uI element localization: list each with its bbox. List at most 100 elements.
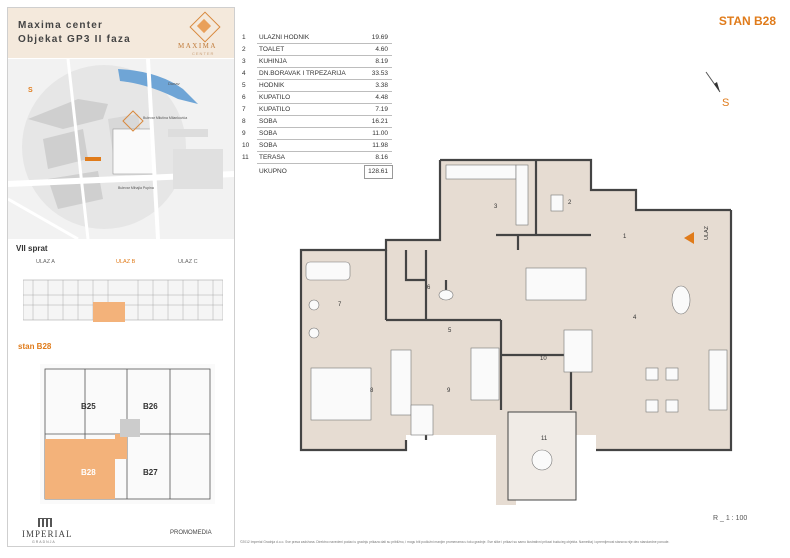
project-info-panel: Maxima center Objekat GP3 II faza MAXIMA… bbox=[7, 7, 235, 547]
room-area: 3.38 bbox=[375, 82, 388, 89]
room-number-4: 4 bbox=[633, 315, 637, 321]
scale-label: R _ 1 : 100 bbox=[713, 515, 748, 522]
row-divider bbox=[257, 115, 392, 116]
room-name: SOBA bbox=[259, 142, 278, 149]
room-number-11: 11 bbox=[541, 436, 548, 442]
row-divider bbox=[257, 67, 392, 68]
apartment-key-label: stan B28 bbox=[18, 342, 52, 351]
room-name: DN.BORAVAK I TRPEZARIJA bbox=[259, 70, 346, 77]
table-row: 2 TOALET 4.60 bbox=[240, 44, 392, 56]
total-box bbox=[364, 165, 393, 179]
table-row: 5 HODNIK 3.38 bbox=[240, 80, 392, 92]
apartment-key-plan bbox=[40, 364, 215, 504]
rooms-table: 1 ULAZNI HODNIK 19.69 2 TOALET 4.60 3 KUHINJA 8.… bbox=[240, 32, 392, 182]
room-number: 4 bbox=[242, 70, 246, 77]
room-area: 19.69 bbox=[371, 34, 388, 41]
room-number: 3 bbox=[242, 58, 246, 65]
room-number: 2 bbox=[242, 46, 246, 53]
room-number: 1 bbox=[242, 34, 246, 41]
room-name: KUHINJA bbox=[259, 58, 287, 65]
table-row: 11 TERASA 8.16 bbox=[240, 152, 392, 164]
room-number: 7 bbox=[242, 106, 246, 113]
room-name: TERASA bbox=[259, 154, 286, 161]
floor-label: VII sprat bbox=[16, 244, 48, 253]
entrance-label: ULAZ bbox=[704, 225, 711, 241]
entrance-c-label: ULAZ C bbox=[178, 259, 198, 265]
row-divider bbox=[257, 151, 392, 152]
floor-key-plan bbox=[23, 279, 223, 322]
room-number: 9 bbox=[242, 130, 246, 137]
table-row: 3 KUHINJA 8.19 bbox=[240, 56, 392, 68]
room-name: SOBA bbox=[259, 130, 278, 137]
room-number: 5 bbox=[242, 82, 246, 89]
room-number-5: 5 bbox=[448, 328, 452, 334]
map-street-label: Bulevar Mihajla Pupina bbox=[118, 186, 154, 190]
room-number-1: 1 bbox=[623, 234, 627, 240]
room-name: SOBA bbox=[259, 118, 278, 125]
room-area: 11.98 bbox=[372, 142, 388, 149]
brand-name: MAXIMA bbox=[178, 42, 217, 50]
map-compass-label: S bbox=[28, 87, 33, 94]
apartment-title: STAN B28 bbox=[718, 14, 776, 28]
row-divider bbox=[257, 43, 392, 44]
room-area: 33.53 bbox=[371, 70, 388, 77]
disclaimer-text: ©2012 Imperial Gradnja d.o.o. Sve prava … bbox=[240, 540, 670, 544]
room-area: 8.19 bbox=[375, 58, 388, 65]
row-divider bbox=[257, 55, 392, 56]
location-map-drawing bbox=[8, 59, 234, 239]
row-divider bbox=[257, 127, 392, 128]
room-number: 10 bbox=[242, 142, 250, 149]
room-number-2: 2 bbox=[568, 200, 572, 206]
row-divider bbox=[257, 139, 392, 140]
table-row: 4 DN.BORAVAK I TRPEZARIJA 33.53 bbox=[240, 68, 392, 80]
compass-icon bbox=[705, 71, 721, 93]
unit-b25-label: B25 bbox=[81, 402, 96, 411]
map-street-label-2: Bulevar Milutina Milankovića bbox=[143, 116, 188, 120]
room-number: 6 bbox=[242, 94, 246, 101]
total-label: UKUPNO bbox=[259, 168, 287, 175]
room-area: 4.60 bbox=[375, 46, 388, 53]
floor-plan bbox=[299, 158, 733, 505]
row-divider bbox=[257, 79, 392, 80]
room-number-9: 9 bbox=[447, 388, 451, 394]
room-name: TOALET bbox=[259, 46, 285, 53]
imperial-logo-icon bbox=[38, 518, 52, 529]
room-name: HODNIK bbox=[259, 82, 285, 89]
room-name: KUPATILO bbox=[259, 106, 291, 113]
unit-b28-label: B28 bbox=[81, 468, 96, 477]
entrance-b-label: ULAZ B bbox=[116, 259, 136, 265]
table-row: 1 ULAZNI HODNIK 19.69 bbox=[240, 32, 392, 44]
room-number: 8 bbox=[242, 118, 246, 125]
room-number-7: 7 bbox=[338, 302, 342, 308]
room-number-8: 8 bbox=[370, 388, 374, 394]
row-divider bbox=[257, 103, 392, 104]
table-row: 9 SOBA 11.00 bbox=[240, 128, 392, 140]
unit-b26-label: B26 bbox=[143, 402, 158, 411]
entrance-a-label: ULAZ A bbox=[36, 259, 55, 265]
room-name: KUPATILO bbox=[259, 94, 291, 101]
imperial-logo-sub: GRADNJA bbox=[32, 540, 56, 544]
project-subtitle: Objekat GP3 II faza bbox=[18, 34, 131, 45]
room-area: 8.16 bbox=[375, 154, 388, 161]
location-map: S Dunav Bulevar Mihajla Pupina Bulevar M… bbox=[8, 59, 234, 239]
room-area: 11.00 bbox=[372, 130, 388, 137]
room-number-10: 10 bbox=[540, 356, 547, 362]
room-name: ULAZNI HODNIK bbox=[259, 34, 310, 41]
total-value: 128.61 bbox=[368, 168, 388, 175]
map-river-label: Dunav bbox=[168, 81, 180, 86]
project-title: Maxima center bbox=[18, 20, 104, 31]
imperial-logo-text: IMPERIAL bbox=[22, 529, 73, 539]
room-area: 7.19 bbox=[375, 106, 388, 113]
compass-label: S bbox=[722, 97, 730, 109]
row-divider bbox=[257, 91, 392, 92]
table-row: 10 SOBA 11.98 bbox=[240, 140, 392, 152]
table-row: 6 KUPATILO 4.48 bbox=[240, 92, 392, 104]
room-number: 11 bbox=[242, 154, 249, 161]
room-number-3: 3 bbox=[494, 204, 498, 210]
promomedia-label: PROMOMEDIA bbox=[170, 530, 212, 536]
row-divider bbox=[257, 163, 392, 164]
room-number-6: 6 bbox=[427, 285, 431, 291]
room-area: 4.48 bbox=[375, 94, 388, 101]
table-row: 7 KUPATILO 7.19 bbox=[240, 104, 392, 116]
